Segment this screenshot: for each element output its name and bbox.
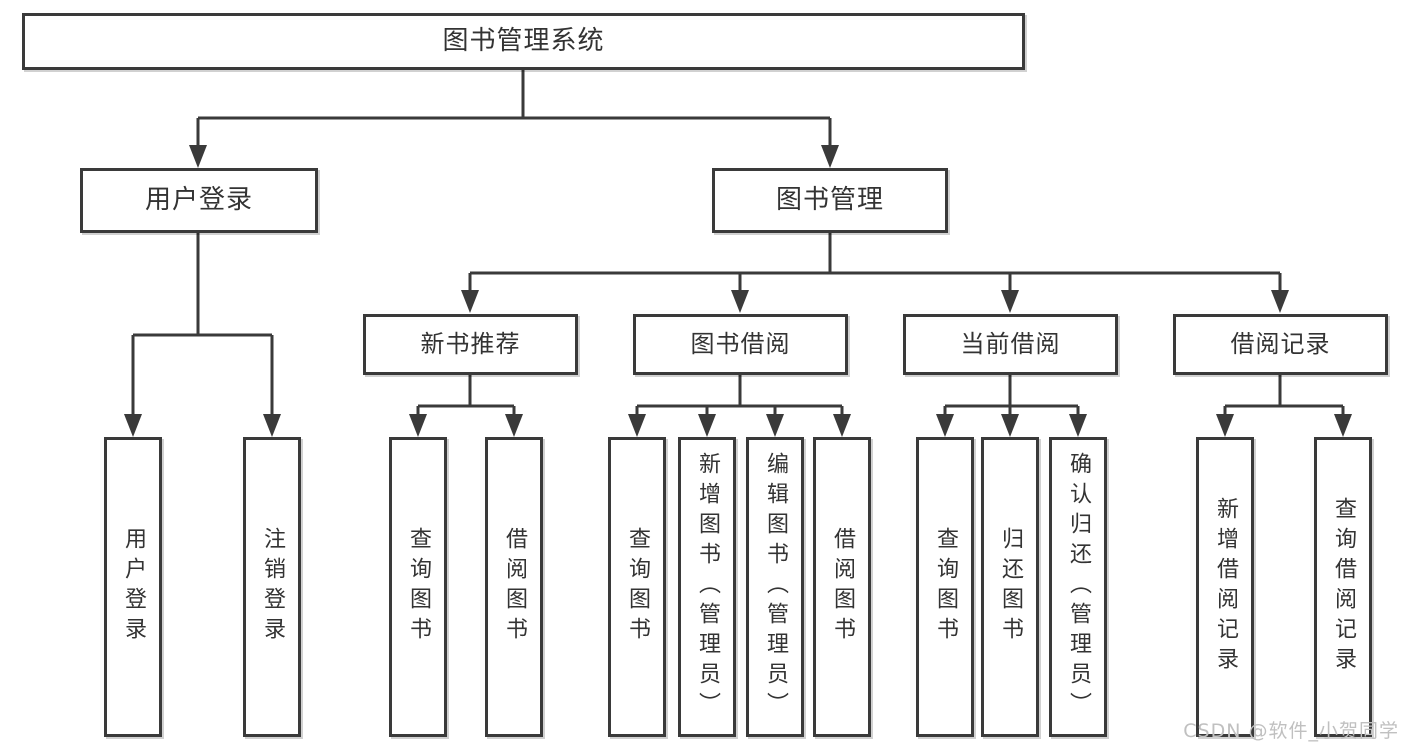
node-bb-borrow-books: 借阅图书 — [813, 437, 871, 737]
node-user-login: 用户登录 — [80, 168, 318, 233]
node-rec-borrow-books: 借阅图书 — [485, 437, 543, 737]
node-library-management-system: 图书管理系统 — [22, 13, 1025, 70]
arrow-down-icon — [1069, 414, 1087, 437]
node-cb-confirm-return-admin: 确认归还（管理员） — [1049, 437, 1107, 737]
node-cb-return-books: 归还图书 — [981, 437, 1039, 737]
arrow-down-icon — [1216, 414, 1234, 437]
node-book-borrowing: 图书借阅 — [633, 314, 848, 375]
node-current-borrowing: 当前借阅 — [903, 314, 1118, 375]
arrow-down-icon — [505, 414, 523, 437]
node-book-management: 图书管理 — [712, 168, 948, 233]
node-bb-edit-books-admin: 编辑图书（管理员） — [746, 437, 804, 737]
watermark-text: CSDN @软件_小贺同学 — [1183, 720, 1399, 742]
arrow-down-icon — [731, 290, 749, 313]
node-bb-add-books-admin: 新增图书（管理员） — [678, 437, 736, 737]
connector-lines — [131, 70, 1345, 417]
node-user-login-action: 用户登录 — [104, 437, 162, 737]
arrow-down-icon — [1334, 414, 1352, 437]
node-bb-query-books: 查询图书 — [608, 437, 666, 737]
arrow-down-icon — [821, 145, 839, 168]
node-rec-query-books: 查询图书 — [389, 437, 447, 737]
arrow-down-icon — [189, 145, 207, 168]
arrow-down-icon — [263, 414, 281, 437]
arrow-down-icon — [698, 414, 716, 437]
node-new-book-recommend: 新书推荐 — [363, 314, 578, 375]
arrow-down-icon — [1271, 290, 1289, 313]
arrow-down-icon — [124, 414, 142, 437]
arrow-down-icon — [936, 414, 954, 437]
arrow-down-icon — [766, 414, 784, 437]
node-logout-action: 注销登录 — [243, 437, 301, 737]
arrow-down-icon — [461, 290, 479, 313]
node-cb-query-books: 查询图书 — [916, 437, 974, 737]
arrow-down-icon — [1001, 414, 1019, 437]
arrow-down-icon — [409, 414, 427, 437]
node-br-query-record: 查询借阅记录 — [1314, 437, 1372, 737]
arrow-down-icon — [1001, 290, 1019, 313]
node-br-add-record: 新增借阅记录 — [1196, 437, 1254, 737]
arrow-down-icon — [833, 414, 851, 437]
arrow-down-icon — [628, 414, 646, 437]
arrowheads-group — [124, 145, 1352, 437]
node-borrowing-records: 借阅记录 — [1173, 314, 1388, 375]
